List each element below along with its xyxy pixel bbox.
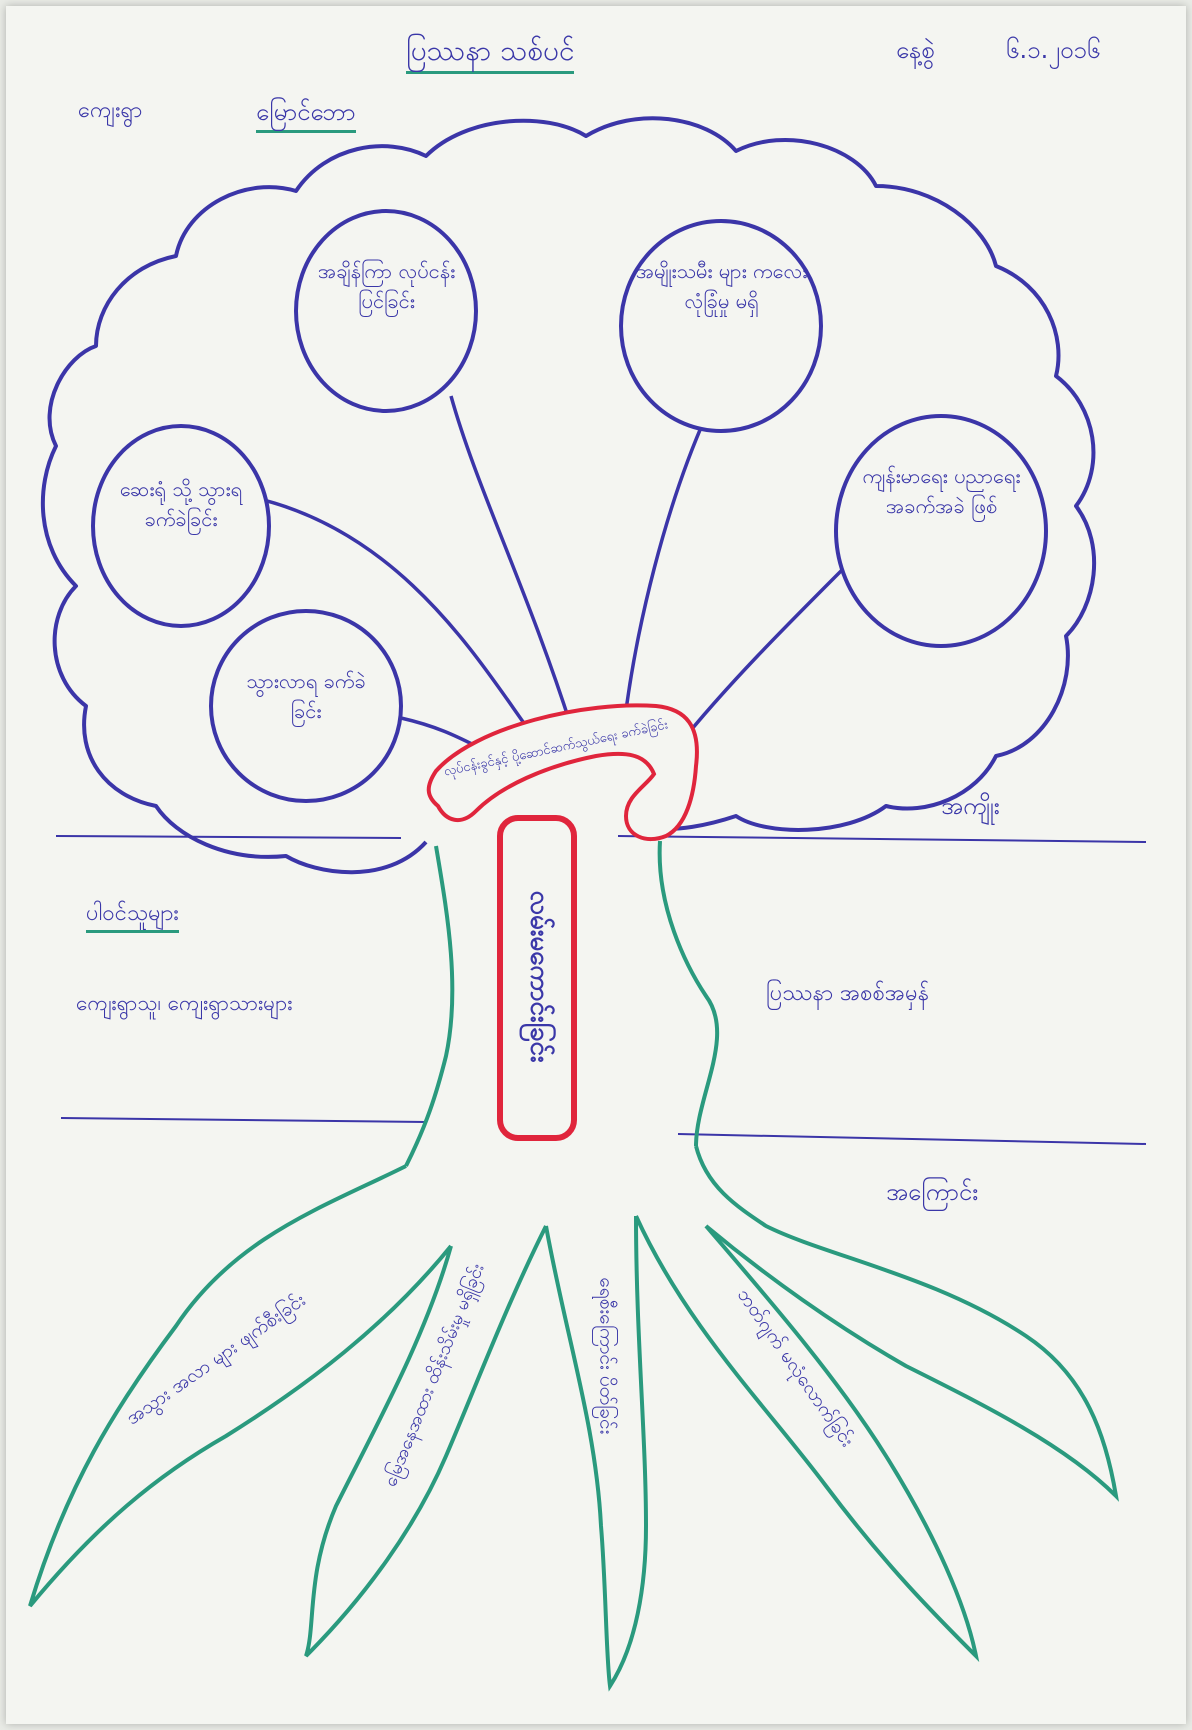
core-problem-box [497, 815, 577, 1141]
effect-circle-5 [209, 609, 403, 803]
group-label: ကျေးရွာ [78, 98, 143, 123]
stakeholders-title: ပါဝင်သူများ [86, 901, 179, 934]
effect-text-5: သွားလာရ ခက်ခဲခြင်း [246, 669, 366, 723]
page-title: ပြဿနာ သစ်ပင် [406, 34, 575, 74]
divider-line-upper-left [55, 835, 402, 839]
canopy-outline [40, 116, 1097, 875]
problem-tree-drawing [28, 116, 1147, 1692]
date-value: ၆.၁.၂၀၁၆ [1006, 36, 1101, 64]
effect-circle-2 [619, 219, 823, 433]
stakeholders-text: ကျေးရွာသူ၊ ကျေးရွာသားများ [76, 991, 293, 1015]
effect-text-4: ဆေးရုံ သို့ သွားရ ခက်ခဲခြင်း [119, 477, 243, 531]
branch-4 [245, 494, 528, 728]
effect-circle-1 [294, 209, 478, 413]
root-4 [634, 1215, 980, 1663]
causes-label: အကြောင်း [886, 1178, 979, 1206]
effect-text-1: အချိန်ကြာ လုပ်ငန်းပြင်ခြင်း [317, 259, 456, 313]
problem-label: ပြဿနာ အစစ်အမှန် [766, 981, 930, 1006]
root-2 [304, 1225, 548, 1658]
effects-hook-band [426, 703, 699, 842]
branch-5 [400, 716, 477, 748]
effect-circle-3 [834, 414, 1048, 648]
trunk-right-edge [657, 840, 720, 1147]
core-problem-text: လမ်းမကောင်းခြင်း [524, 890, 555, 1063]
root-5 [694, 1145, 1119, 1502]
divider-line-upper-right [617, 835, 1147, 843]
group-value: မြောင်ဘော [256, 98, 356, 133]
branch-1 [449, 395, 573, 727]
root-1 [28, 1164, 453, 1608]
branch-3 [676, 564, 848, 748]
effect-text-2: အမျိုးသမီး များ ကလေး လုံခြုံမှု မရှိ [635, 259, 808, 313]
branch-2 [622, 415, 708, 727]
effects-label: အကျိုး [941, 792, 1000, 820]
paper-sheet: ပြဿနာ သစ်ပင် နေ့စွဲ ၆.၁.၂၀၁၆ ကျေးရွာ မြေ… [6, 6, 1186, 1724]
divider-line-lower-right [677, 1133, 1147, 1145]
divider-line-lower-left [60, 1117, 427, 1123]
trunk-left-edge [404, 845, 455, 1167]
cause-text-3: ရေစီးကြောင်း ပိတ်ခြင်း [595, 1277, 618, 1435]
effect-circle-4 [91, 424, 271, 628]
date-label: နေ့စွဲ [896, 36, 935, 64]
root-3 [544, 1215, 649, 1692]
effect-text-3: ကျန်းမာရေး ပညာရေး အခက်အခဲ ဖြစ် [862, 464, 1021, 518]
